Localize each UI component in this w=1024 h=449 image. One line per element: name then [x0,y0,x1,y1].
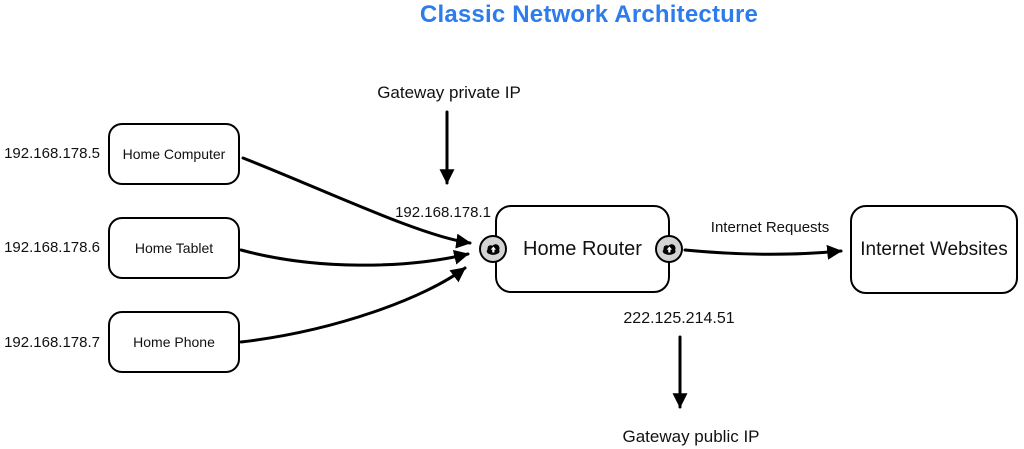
gateway-public-ip-label: Gateway public IP [622,427,760,446]
arrow-router-to-internet [683,244,843,260]
arrow-tablet-to-router [239,248,470,267]
node-home-router: Home Router [495,205,670,293]
device-ip-home-phone: 192.168.178.7 [4,334,100,351]
node-home-phone-label: Home Phone [133,334,215,350]
cloud-upload-icon [662,243,676,255]
node-home-tablet: Home Tablet [108,217,240,279]
router-private-ip: 192.168.178.1 [395,204,491,221]
device-ip-home-computer: 192.168.178.5 [4,145,100,162]
device-ip-home-tablet: 192.168.178.6 [4,239,100,256]
node-home-router-label: Home Router [523,237,642,260]
router-wan-port [655,235,683,263]
diagram-title: Classic Network Architecture [419,1,759,28]
router-lan-port [479,235,507,263]
node-home-computer: Home Computer [108,123,240,185]
node-home-computer-label: Home Computer [122,146,226,162]
arrow-phone-to-router [239,266,467,344]
internet-requests-label: Internet Requests [710,219,830,236]
router-public-ip: 222.125.214.51 [623,310,735,327]
cloud-upload-icon [486,243,500,255]
arrow-computer-to-router [241,156,472,249]
gateway-private-ip-label: Gateway private IP [377,83,521,102]
node-internet-websites-label: Internet Websites [860,238,1008,260]
node-home-tablet-label: Home Tablet [134,240,214,256]
node-home-phone: Home Phone [108,311,240,373]
node-internet-websites: Internet Websites [850,205,1018,294]
